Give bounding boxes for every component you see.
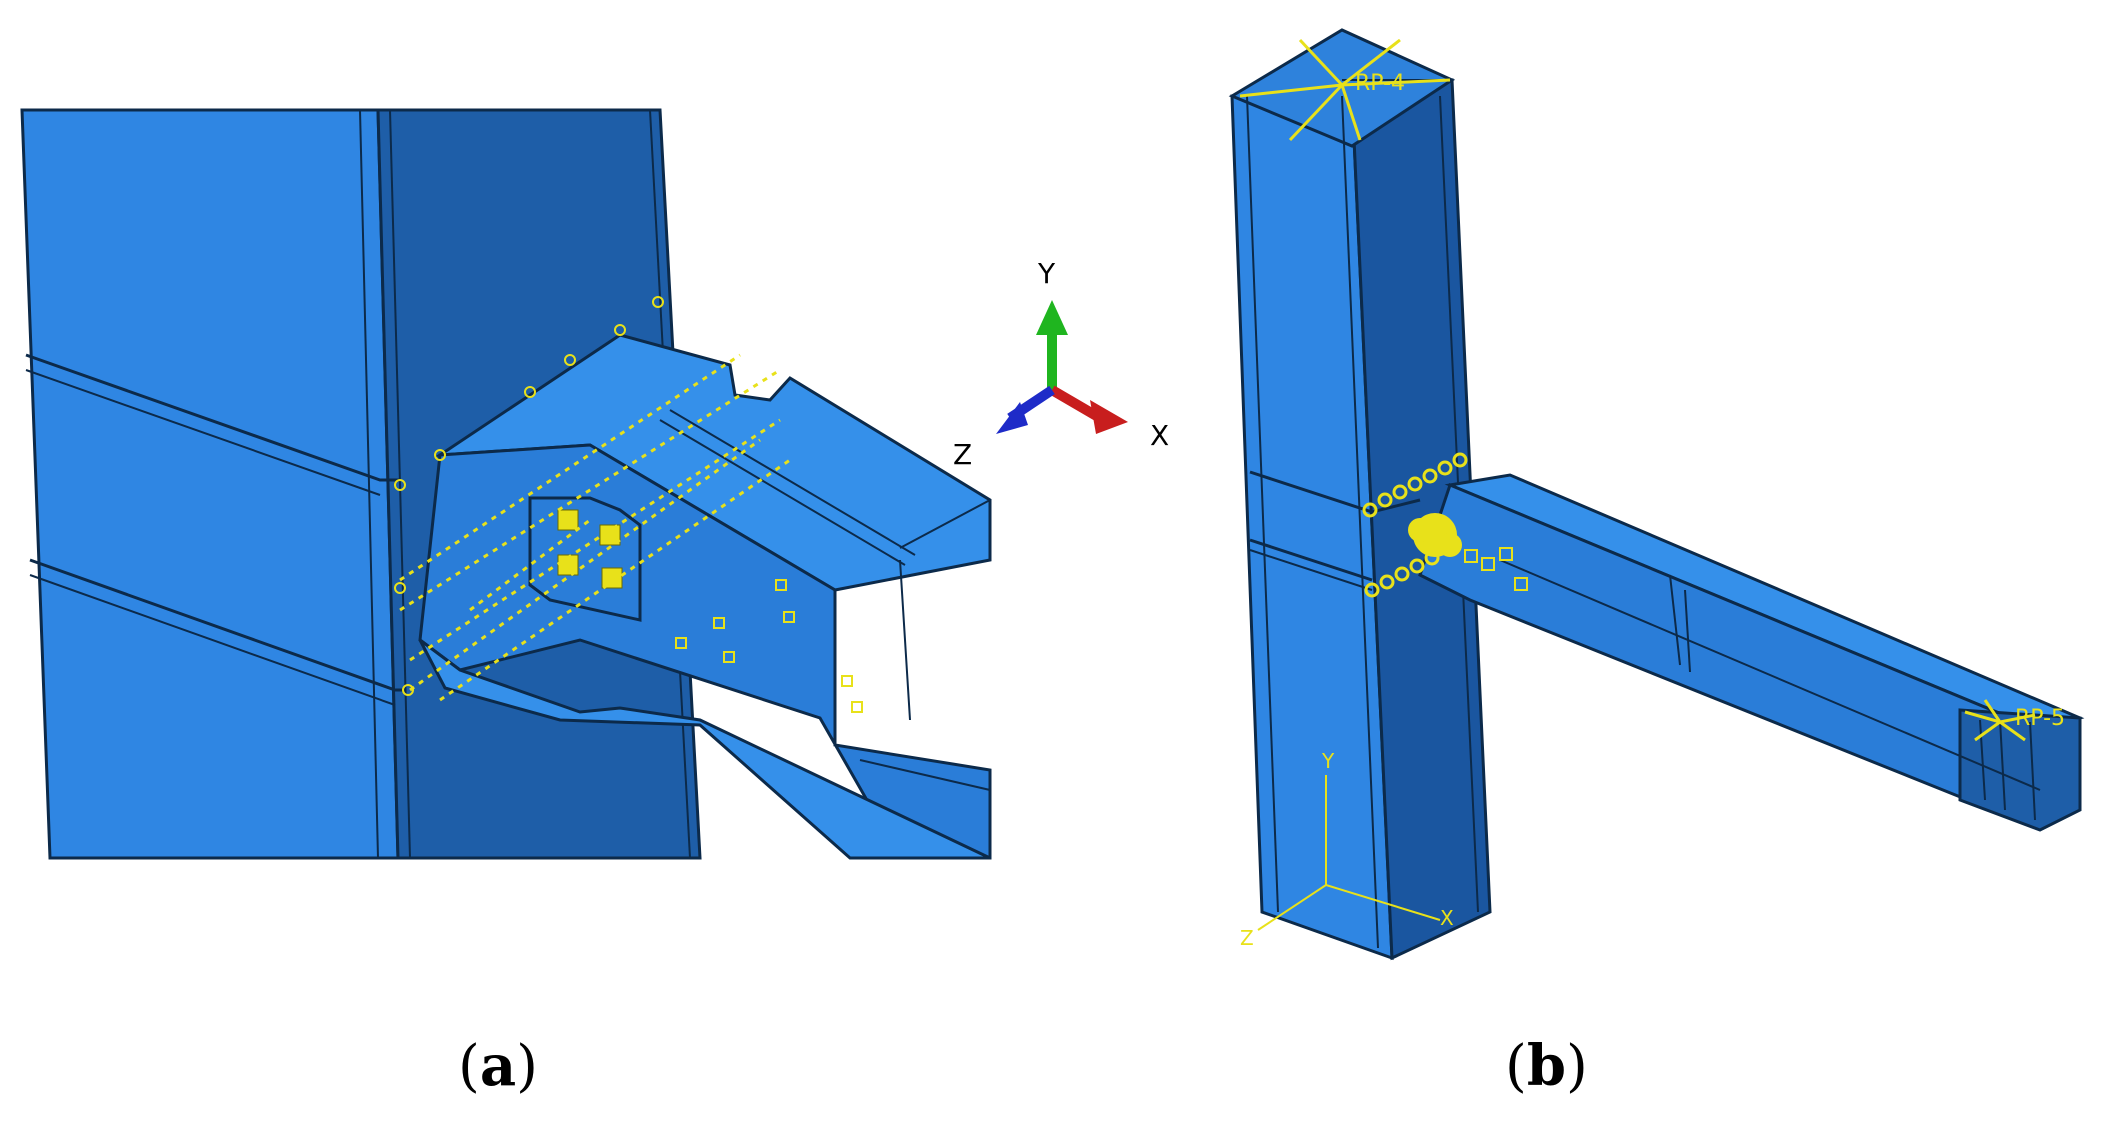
column-left-face <box>20 108 400 860</box>
local-triad-y-label: Y <box>1321 749 1335 773</box>
bolt-markers-b <box>1362 452 1468 598</box>
node-markers-b <box>1464 547 1528 591</box>
rp5-label: RP-5 <box>2015 706 2065 731</box>
local-triad-b <box>1257 775 1441 931</box>
triad-z-label: Z <box>953 438 972 471</box>
column-node-markers <box>394 296 664 696</box>
local-triad-x-label: X <box>1440 906 1454 930</box>
local-triad-z-label: Z <box>1240 926 1254 950</box>
axis-triad: Y X Z <box>953 257 1169 471</box>
rp4-marker <box>1239 38 1451 142</box>
constraint-lines <box>399 353 791 702</box>
x-axis-arrow-icon <box>1090 400 1128 434</box>
rp5-marker <box>1964 699 2036 742</box>
lower-diaphragm-line <box>29 558 405 692</box>
caption-b: (b) <box>1505 1033 1588 1099</box>
panel-b-model: RP-4 RP-5 Y X Z <box>1228 28 2085 961</box>
caption-a: (a) <box>458 1033 538 1099</box>
triad-y-label: Y <box>1037 257 1056 290</box>
bolt-cluster-b <box>1408 513 1462 557</box>
bolt-constraints <box>557 509 623 589</box>
beam-b-end <box>1958 708 2082 832</box>
svg-text:(b): (b) <box>1505 1033 1588 1099</box>
upper-diaphragm-line <box>25 353 400 482</box>
svg-text:(a): (a) <box>458 1033 538 1099</box>
panel-a-model <box>20 108 992 860</box>
y-axis-arrow-icon <box>1036 300 1068 335</box>
z-axis-arrow-icon <box>996 402 1028 434</box>
beam-bottom-flange <box>418 638 991 860</box>
node-markers <box>675 579 863 713</box>
rp4-label: RP-4 <box>1355 71 1405 96</box>
triad-x-label: X <box>1150 419 1169 452</box>
